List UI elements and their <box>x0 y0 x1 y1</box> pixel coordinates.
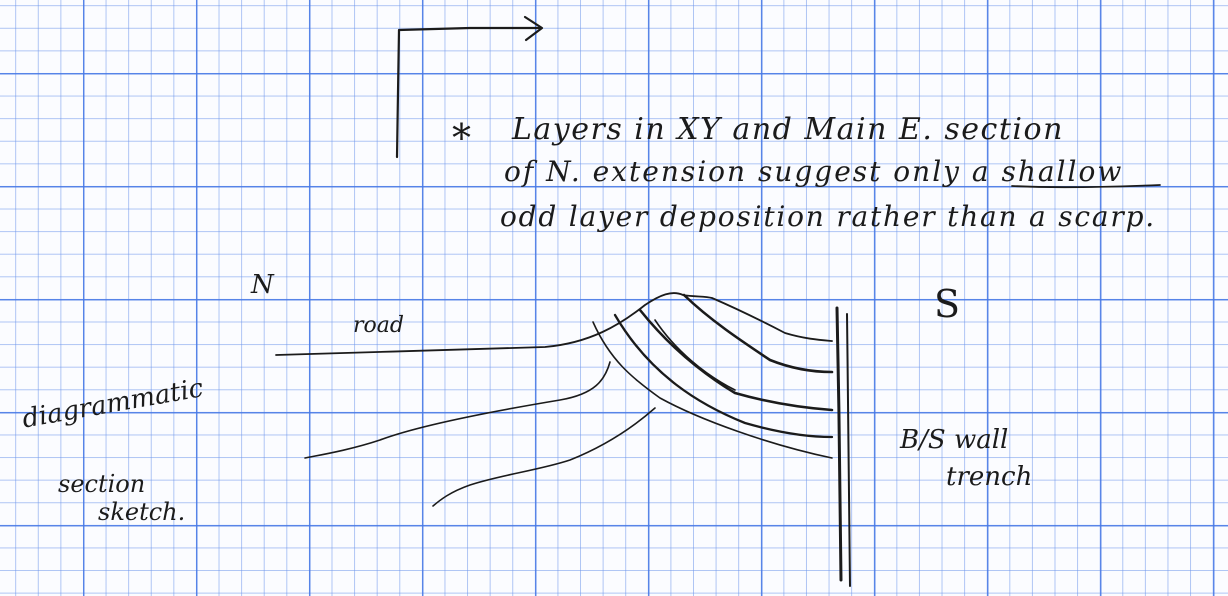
road-label: road <box>353 313 404 338</box>
south-label: S <box>934 282 960 326</box>
layer-line-3 <box>615 315 832 437</box>
layer-line-4 <box>593 322 832 458</box>
wall-note-line-1: B/S wall <box>900 425 1008 455</box>
wall-note-line-2: trench <box>946 462 1032 492</box>
side-note-line-2: section <box>58 470 145 498</box>
note-line-1: Layers in XY and Main E. section <box>512 112 1064 147</box>
layer-line-2-thin <box>655 320 735 390</box>
lower-layer-1 <box>305 362 610 458</box>
star-mark: * <box>452 116 471 160</box>
note-line-3: odd layer deposition rather than a scarp… <box>500 200 1156 233</box>
wall-line-2 <box>847 314 850 586</box>
layer-line-2 <box>640 310 832 410</box>
lower-layer-2 <box>433 408 655 506</box>
layer-line-1 <box>684 295 832 372</box>
note-line-2: of N. extension suggest only a shallow <box>504 155 1123 188</box>
north-label: N <box>251 270 274 300</box>
wall-line <box>837 308 841 580</box>
side-note-line-3: sketch. <box>98 498 185 526</box>
